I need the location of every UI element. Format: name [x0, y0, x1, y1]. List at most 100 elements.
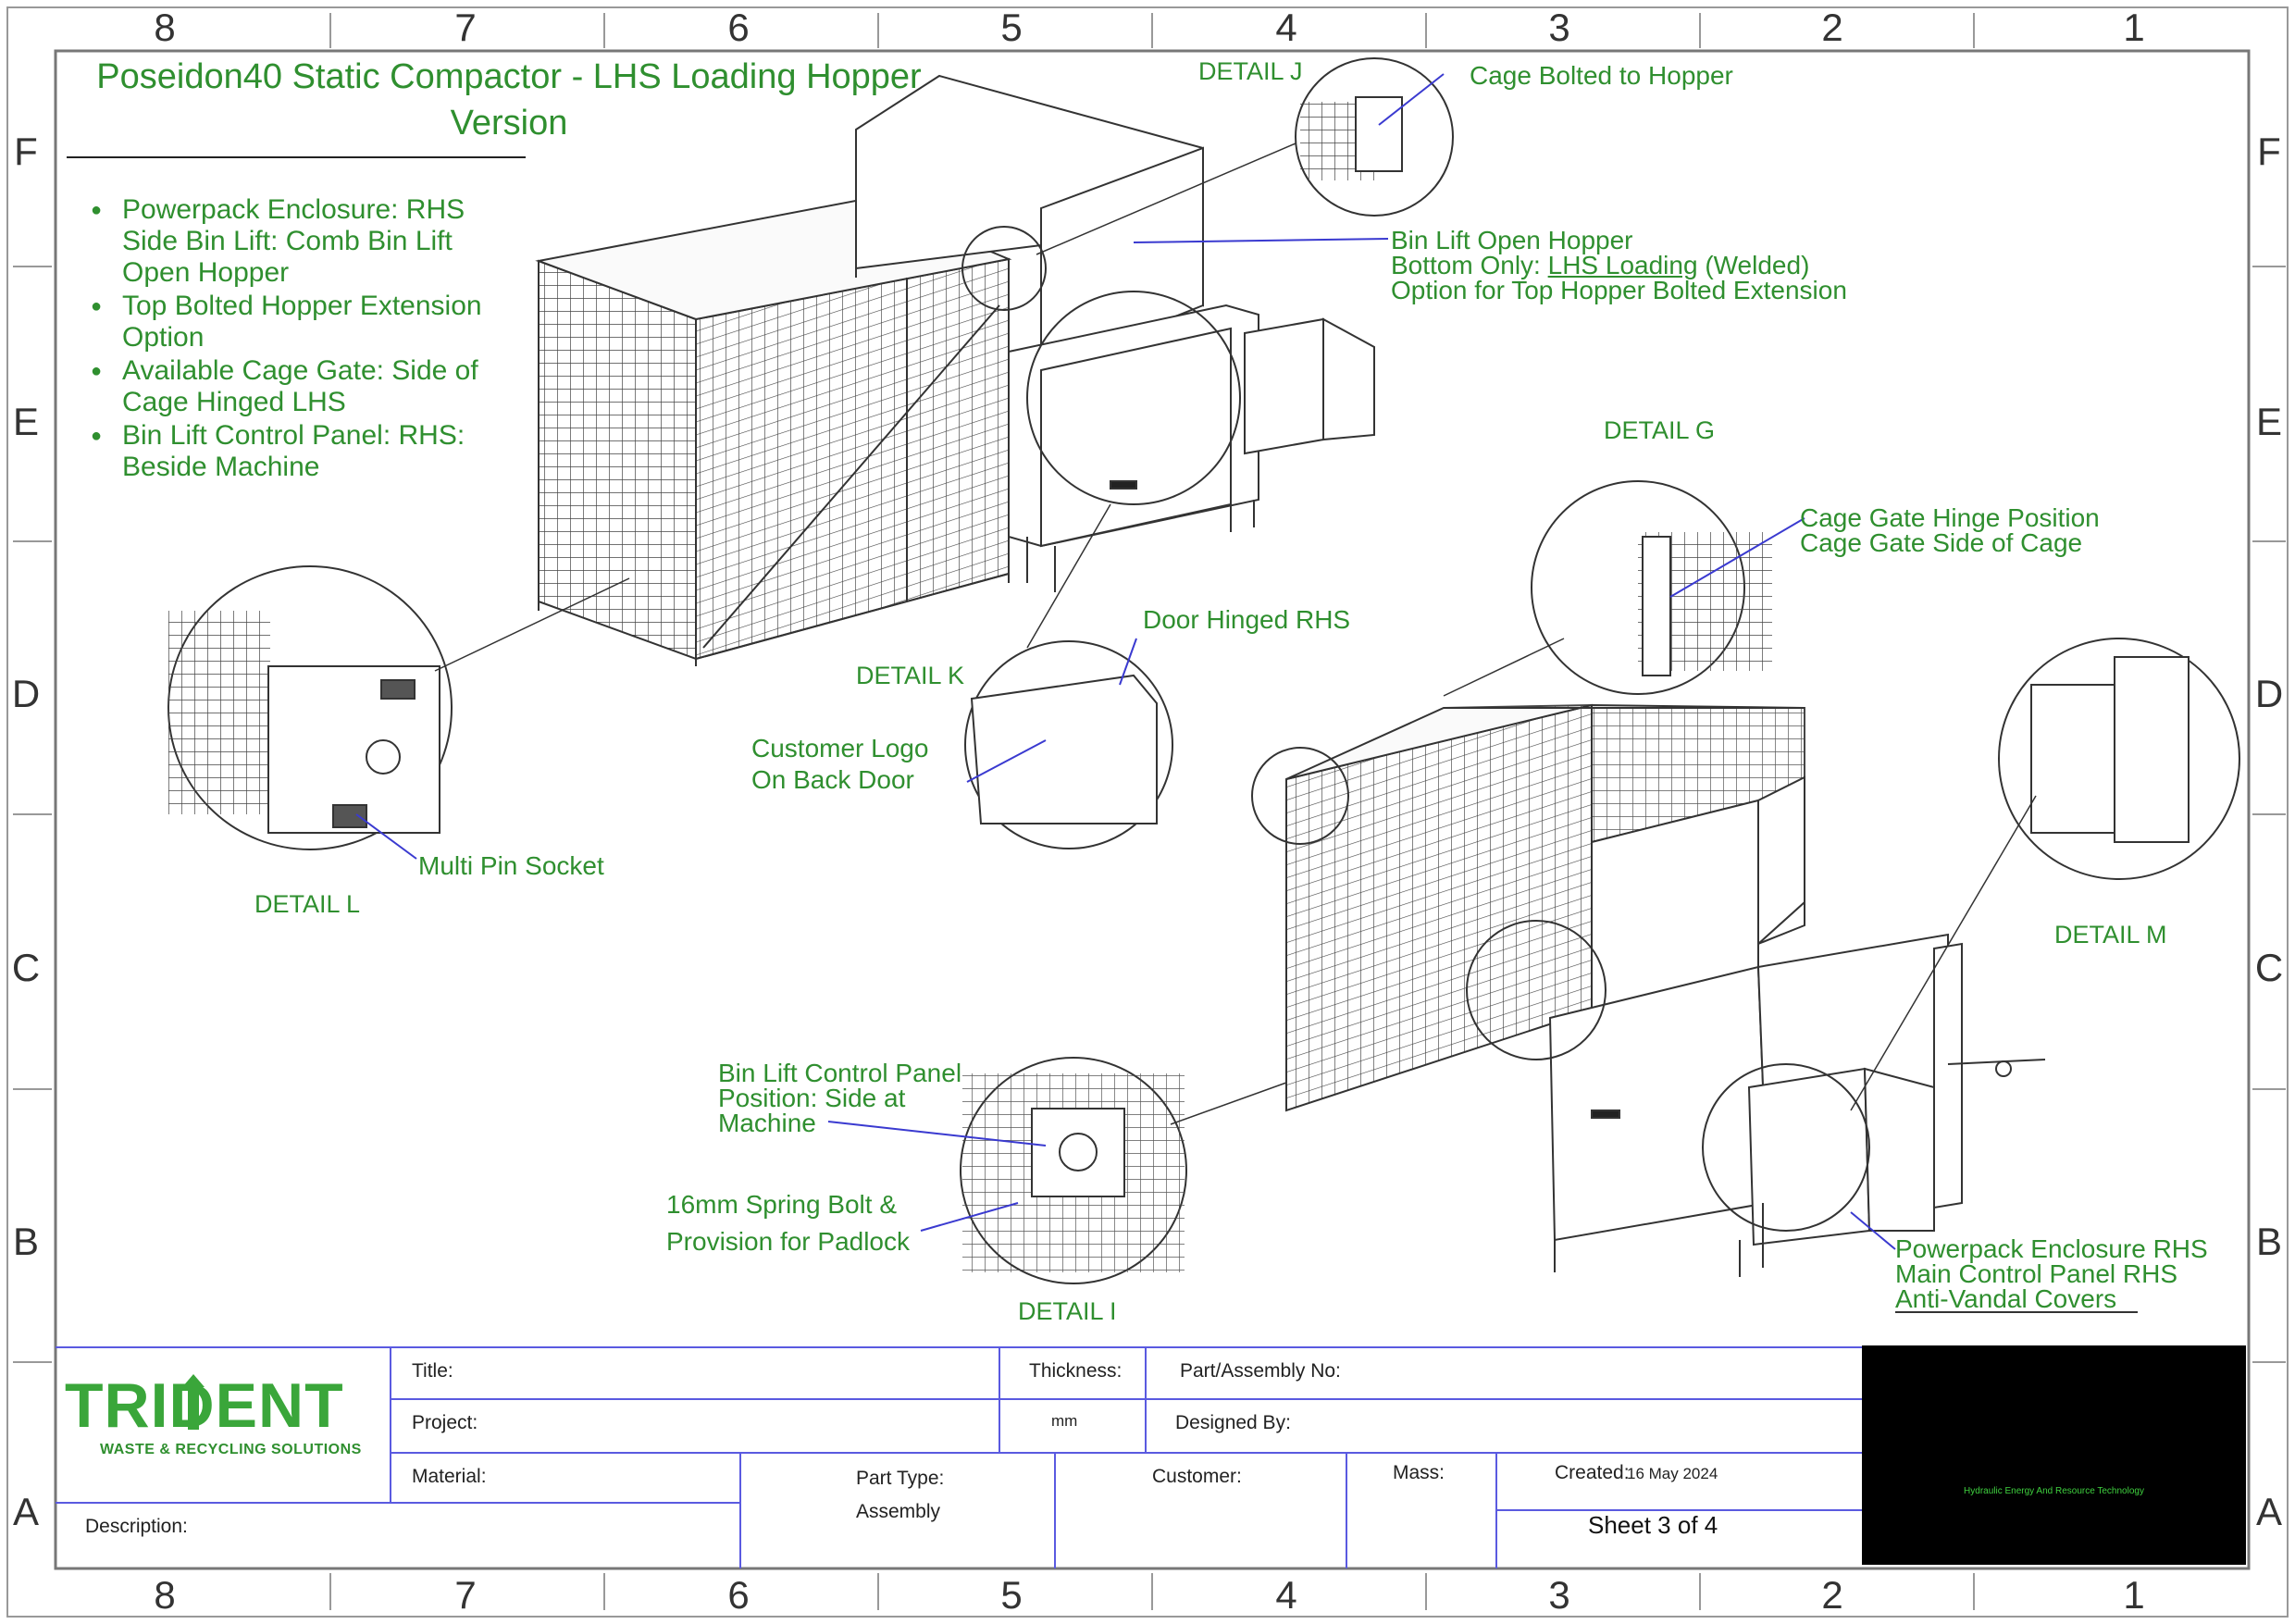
spec-bullet: Available Cage Gate: Side of Cage Hinged…	[91, 355, 498, 418]
callout-line: On Back Door	[751, 765, 914, 794]
callout-spring-bolt: 16mm Spring Bolt & Provision for Padlock	[666, 1186, 910, 1260]
col-label: 3	[1548, 6, 1570, 49]
title-line-2: Version	[450, 104, 568, 143]
callout-bin-lift-hopper: Bin Lift Open Hopper Bottom Only: LHS Lo…	[1391, 226, 1847, 304]
callout-line: Powerpack Enclosure RHS	[1895, 1234, 2208, 1263]
row-label: C	[11, 946, 41, 989]
callout-cage-bolted: Cage Bolted to Hopper	[1470, 61, 1733, 90]
callout-text: Bottom Only:	[1391, 251, 1541, 279]
row-label: D	[2254, 672, 2284, 715]
callout-text-underlined: LHS Loading	[1547, 251, 1698, 279]
row-label: E	[2255, 400, 2282, 443]
row-label: F	[2257, 130, 2281, 173]
callout-line: Cage Gate Side of Cage	[1800, 528, 2083, 557]
callout-line: Customer Logo	[751, 734, 929, 762]
col-label: 1	[2123, 1573, 2145, 1617]
col-label: 2	[1821, 1573, 1843, 1617]
col-label: 5	[1000, 1573, 1023, 1617]
callout-text: (Welded)	[1705, 251, 1810, 279]
col-label: 4	[1275, 6, 1297, 49]
outer-frame	[6, 6, 2289, 1618]
part-type-value: Assembly	[856, 1501, 941, 1522]
callout-door-hinged: Door Hinged RHS	[1143, 605, 1351, 634]
row-label: E	[12, 400, 39, 443]
trident-logo: TRIDENT WASTE & RECYCLING SOLUTIONS	[65, 1373, 389, 1458]
callout-control-panel: Bin Lift Control Panel Position: Side at…	[718, 1059, 962, 1137]
detail-g-label: DETAIL G	[1604, 416, 1716, 444]
callout-line: Option for Top Hopper Bolted Extension	[1391, 276, 1847, 304]
description-label: Description:	[85, 1516, 188, 1537]
col-label: 6	[727, 1573, 750, 1617]
detail-m-label: DETAIL M	[2054, 921, 2167, 948]
created-value: 16 May 2024	[1627, 1465, 1718, 1482]
col-label: 4	[1275, 1573, 1297, 1617]
thickness-unit: mm	[1051, 1412, 1078, 1430]
row-label: C	[2254, 946, 2284, 989]
callout-multi-pin-socket: Multi Pin Socket	[418, 851, 604, 880]
col-label: 1	[2123, 6, 2145, 49]
trident-logo-tagline: WASTE & RECYCLING SOLUTIONS	[100, 1442, 362, 1457]
leader-lines	[355, 73, 1896, 1250]
callout-line: 16mm Spring Bolt &	[666, 1190, 897, 1219]
material-label: Material:	[412, 1466, 487, 1487]
spec-bullet: Powerpack Enclosure: RHS Side Bin Lift: …	[91, 194, 498, 289]
detail-l-label: DETAIL L	[254, 890, 361, 918]
callout-powerpack: Powerpack Enclosure RHS Main Control Pan…	[1895, 1234, 2208, 1313]
callout-line: Bin Lift Control Panel	[718, 1059, 962, 1087]
spec-bullet: Top Bolted Hopper Extension Option	[91, 291, 498, 353]
title-line-1: Poseidon40 Static Compactor - LHS Loadin…	[96, 57, 922, 96]
designed-by-label: Designed By:	[1175, 1412, 1291, 1433]
mass-label: Mass:	[1393, 1462, 1445, 1483]
row-label: D	[11, 672, 41, 715]
col-label: 7	[454, 6, 477, 49]
project-label: Project:	[412, 1412, 478, 1433]
sheet-number: Sheet 3 of 4	[1588, 1511, 1718, 1539]
thickness-label: Thickness:	[1029, 1360, 1123, 1382]
spec-bullet-list: Powerpack Enclosure: RHS Side Bin Lift: …	[91, 194, 498, 485]
callout-line: Main Control Panel RHS	[1895, 1259, 2178, 1288]
trident-logo-name: TRIDENT	[65, 1370, 344, 1441]
part-type-label: Part Type:	[856, 1468, 945, 1489]
callout-line: Anti-Vandal Covers	[1895, 1284, 2117, 1313]
col-label: 6	[727, 6, 750, 49]
row-label: B	[2255, 1220, 2282, 1263]
heart-logo-panel: Hydraulic Energy And Resource Technology	[1862, 1345, 2246, 1565]
callout-line: Position: Side at	[718, 1084, 906, 1112]
col-label: 2	[1821, 6, 1843, 49]
part-no-label: Part/Assembly No:	[1180, 1360, 1341, 1382]
created-label: Created:	[1555, 1462, 1630, 1483]
callout-gate-hinge: Cage Gate Hinge Position Cage Gate Side …	[1800, 503, 2100, 557]
callout-line: Machine	[718, 1109, 816, 1137]
detail-i-label: DETAIL I	[1018, 1297, 1117, 1325]
title-label: Title:	[412, 1360, 453, 1382]
callout-line: Provision for Padlock	[666, 1227, 911, 1256]
col-label: 7	[454, 1573, 477, 1617]
detail-connectors	[434, 143, 2037, 1125]
callout-line: Cage Gate Hinge Position	[1800, 503, 2100, 532]
top-machine-drawing	[535, 74, 1375, 666]
callout-customer-logo: Customer Logo On Back Door	[751, 733, 928, 796]
detail-j-label: DETAIL J	[1198, 57, 1303, 85]
heart-logo-tagline: Hydraulic Energy And Resource Technology	[1964, 1486, 2144, 1496]
detail-k-label: DETAIL K	[856, 662, 965, 689]
trident-fork-mark	[182, 1374, 205, 1430]
callout-line: Bottom Only: LHS Loading (Welded)	[1391, 251, 1847, 279]
callout-line: Bin Lift Open Hopper	[1391, 226, 1633, 254]
inner-border	[54, 49, 2251, 1570]
detail-circles	[167, 57, 2240, 1284]
spec-bullet: Bin Lift Control Panel: RHS: Beside Mach…	[91, 420, 498, 483]
title-block-lines	[56, 1346, 1862, 1568]
col-label: 8	[154, 6, 176, 49]
drawing-title: Poseidon40 Static Compactor - LHS Loadin…	[65, 54, 953, 146]
row-label: A	[2255, 1490, 2282, 1533]
col-label: 5	[1000, 6, 1023, 49]
customer-label: Customer:	[1152, 1466, 1242, 1487]
col-label: 3	[1548, 1573, 1570, 1617]
zone-ticks	[13, 13, 2286, 1610]
row-label: F	[14, 130, 38, 173]
bottom-machine-drawing	[1285, 703, 2046, 1277]
row-label: B	[12, 1220, 39, 1263]
col-label: 8	[154, 1573, 176, 1617]
row-label: A	[12, 1490, 39, 1533]
